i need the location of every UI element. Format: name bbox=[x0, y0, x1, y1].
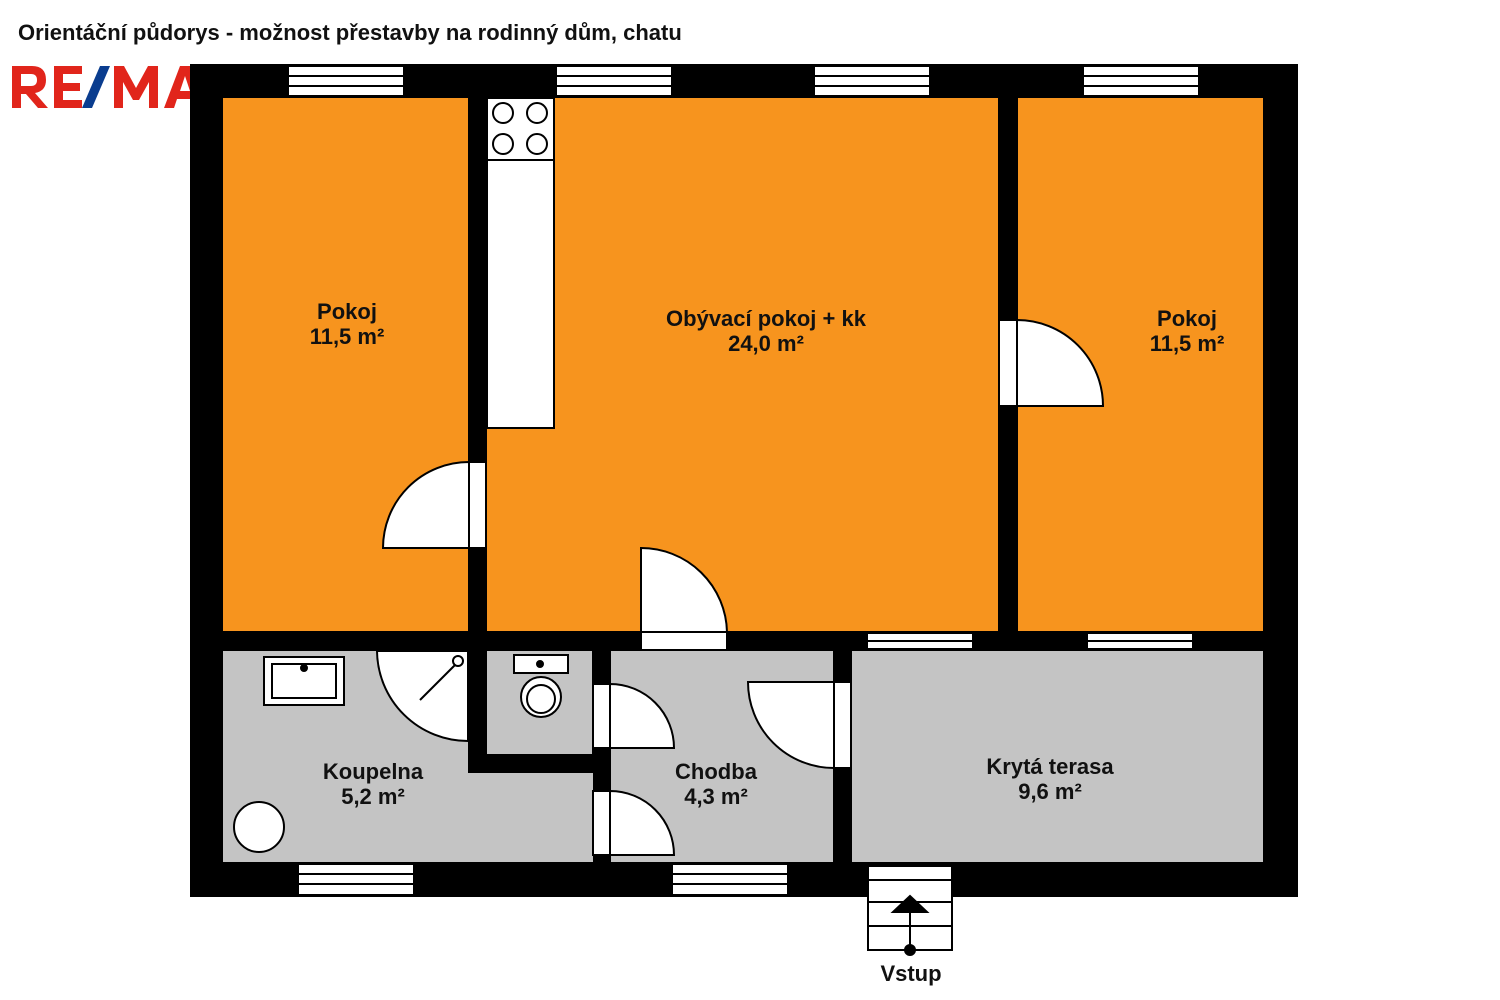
label-koupelna-area: 5,2 m² bbox=[341, 784, 405, 809]
label-pokoj-left-area: 11,5 m² bbox=[310, 324, 385, 349]
label-pokoj-left-name: Pokoj bbox=[317, 299, 377, 324]
window-top-3 bbox=[813, 65, 931, 97]
label-entrance: Vstup bbox=[880, 961, 941, 986]
bathroom-fixtures bbox=[233, 650, 569, 853]
room-terasa bbox=[852, 651, 1263, 862]
label-pokoj-right-area: 11,5 m² bbox=[1150, 331, 1225, 356]
label-living-name: Obývací pokoj + kk bbox=[666, 306, 867, 331]
window-top-1 bbox=[287, 65, 405, 97]
plan-caption: Orientáční půdorys - možnost přestavby n… bbox=[18, 20, 682, 45]
doors bbox=[381, 318, 1105, 856]
door-pokoj-left bbox=[381, 460, 487, 549]
sink-icon bbox=[263, 656, 345, 706]
label-chodba-area: 4,3 m² bbox=[684, 784, 748, 809]
windows bbox=[287, 65, 1200, 896]
room-living bbox=[487, 98, 998, 631]
washing-machine-icon bbox=[233, 801, 285, 853]
window-bottom-2 bbox=[671, 863, 789, 896]
window-top-4 bbox=[1082, 65, 1200, 97]
entrance-arrow-icon bbox=[890, 894, 930, 913]
toilet-icon bbox=[513, 654, 569, 718]
window-mid-1 bbox=[866, 632, 974, 650]
door-koupelna bbox=[592, 789, 676, 856]
label-chodba-name: Chodba bbox=[675, 759, 758, 784]
shower-icon bbox=[375, 650, 469, 743]
kitchen-counter bbox=[486, 97, 555, 429]
window-mid-2 bbox=[1086, 632, 1194, 650]
label-koupelna-name: Koupelna bbox=[323, 759, 424, 784]
label-terasa-name: Krytá terasa bbox=[986, 754, 1114, 779]
window-bottom-1 bbox=[297, 863, 415, 896]
label-terasa-area: 9,6 m² bbox=[1018, 779, 1082, 804]
window-top-2 bbox=[555, 65, 673, 97]
door-living bbox=[640, 546, 729, 651]
label-pokoj-right-name: Pokoj bbox=[1157, 306, 1217, 331]
cooktop-icon bbox=[492, 102, 548, 155]
room-pokoj-left bbox=[223, 98, 468, 631]
door-pokoj-right bbox=[998, 318, 1105, 407]
label-living-area: 24,0 m² bbox=[728, 331, 804, 356]
door-wc bbox=[592, 682, 676, 749]
entrance-steps bbox=[867, 865, 953, 956]
door-terasa bbox=[746, 681, 852, 770]
